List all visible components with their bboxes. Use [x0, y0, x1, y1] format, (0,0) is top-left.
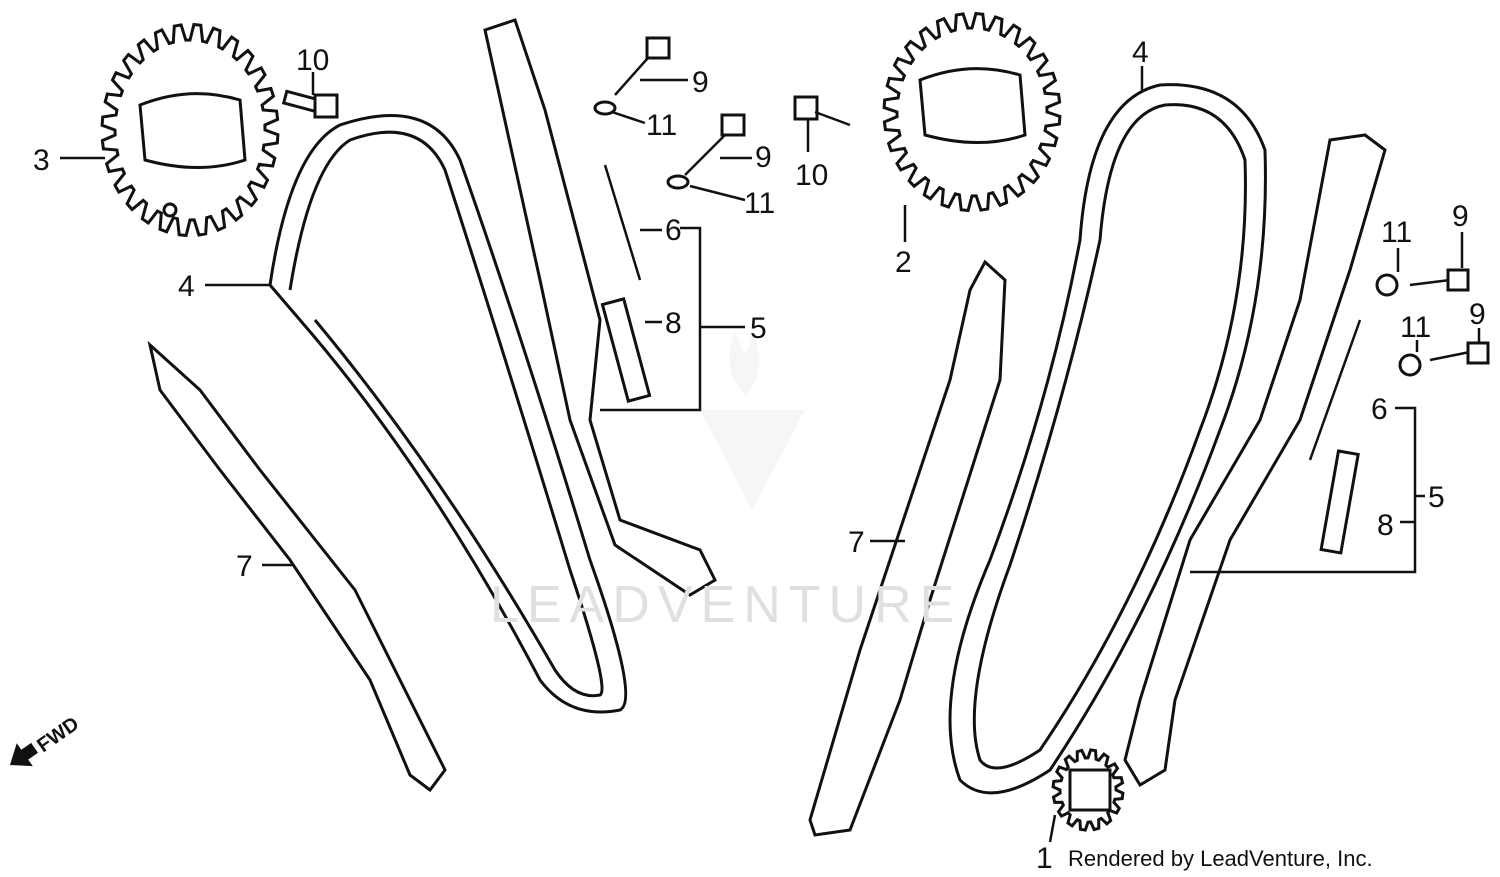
cam-sprocket-right — [882, 11, 1062, 213]
callout-11: 11 — [646, 109, 677, 142]
washer-11-lower-right — [1398, 353, 1422, 377]
watermark-logo — [700, 330, 805, 510]
callout-6: 6 — [1371, 393, 1388, 426]
cam-chain-left — [268, 114, 628, 714]
bolt-9-upper-right — [1409, 268, 1470, 292]
tensioner-arm-right — [1123, 133, 1387, 788]
callout-7: 7 — [848, 526, 865, 559]
callout-8: 8 — [1377, 509, 1394, 542]
callout-6: 6 — [665, 214, 682, 247]
credit-text: Rendered by LeadVenture, Inc. — [1068, 846, 1373, 871]
drive-sprocket — [1051, 748, 1125, 832]
pin-8-left — [600, 297, 652, 403]
callout-9: 9 — [755, 141, 772, 174]
callout-3: 3 — [33, 144, 50, 177]
bolt-9-upper-left — [614, 36, 671, 96]
leader-lines — [60, 66, 1481, 843]
callout-10: 10 — [296, 44, 329, 77]
bolt-10-left — [281, 89, 339, 119]
spring-6-right — [1308, 319, 1362, 461]
watermark-text: LEADVENTURE — [490, 576, 962, 634]
cam-sprocket-left — [100, 22, 280, 238]
callout-4: 4 — [178, 270, 195, 303]
washer-11-upper-right — [1375, 273, 1399, 297]
washer-11-upper-left — [593, 100, 617, 116]
cam-chain-right — [948, 83, 1267, 795]
callout-11: 11 — [1381, 216, 1412, 249]
callout-9: 9 — [692, 66, 709, 99]
callout-4: 4 — [1132, 36, 1149, 69]
callout-9: 9 — [1452, 200, 1469, 233]
washer-11-lower-left — [666, 174, 690, 190]
tensioner-arm-left — [483, 18, 717, 597]
fwd-label: FWD — [33, 713, 83, 757]
bolt-10-right-left — [793, 95, 851, 127]
chain-guide-left — [147, 340, 447, 793]
arrow-left-icon — [10, 742, 39, 767]
spring-6-left — [603, 164, 642, 281]
callout-5: 5 — [750, 312, 767, 345]
callout-8: 8 — [665, 307, 682, 340]
callout-9: 9 — [1469, 298, 1486, 331]
callout-10: 10 — [795, 159, 828, 192]
callout-11: 11 — [744, 187, 775, 220]
callout-1: 1 — [1036, 842, 1053, 875]
bolt-9-lower-right — [1429, 341, 1490, 365]
callout-11: 11 — [1400, 311, 1431, 344]
callout-7: 7 — [236, 550, 253, 583]
bolt-9-lower-left — [684, 113, 746, 176]
callout-2: 2 — [895, 246, 912, 279]
forward-direction-marker: FWD — [10, 713, 83, 767]
pin-8-right — [1319, 449, 1360, 555]
chain-guide-right — [808, 259, 1007, 837]
callout-5: 5 — [1428, 481, 1445, 514]
